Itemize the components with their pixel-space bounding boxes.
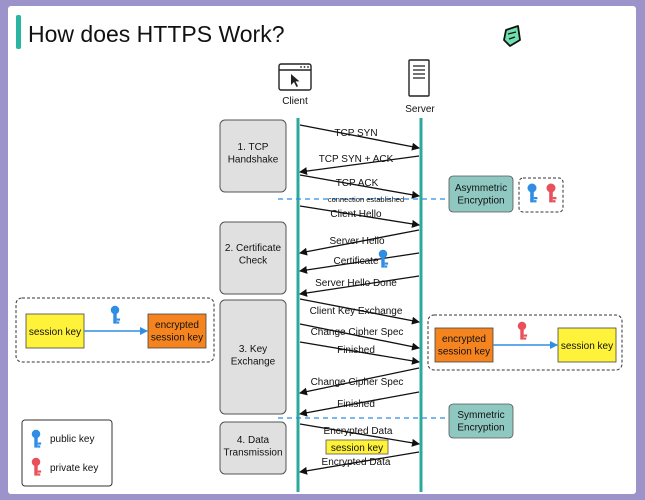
symmetric-encryption-box: [448, 403, 514, 439]
message-label: Encrypted Data: [322, 457, 391, 468]
message-label: Server Hello: [329, 236, 384, 247]
arrow-change-cipher-spec-server: [299, 367, 420, 396]
client-encrypted-session-key-box: [147, 313, 207, 349]
title-accent-bar: [16, 15, 21, 49]
https-diagram: How does HTTPS Work? Client Server 1. TC…: [15, 15, 623, 492]
legend-box: [21, 419, 113, 487]
server-label: Server: [405, 104, 435, 115]
private-key-icon: [546, 183, 557, 203]
arrow-finished-client: [299, 341, 420, 365]
asymmetric-keys-group: [518, 177, 564, 213]
message-label: Certificate: [333, 256, 378, 267]
arrow-server-hello-done: [299, 275, 420, 297]
message-label: Finished: [337, 345, 375, 356]
diagram-frame: How does HTTPS Work? Client Server 1. TC…: [8, 6, 636, 494]
arrow-certificate: [299, 252, 420, 274]
client-session-key-box: [25, 313, 85, 349]
message-label: Change Cipher Spec: [311, 327, 404, 338]
server-encrypted-session-key-box: [434, 327, 494, 363]
server-session-key-box: [557, 327, 617, 363]
arrow-tcp-ack: [299, 174, 420, 199]
message-label: Encrypted Data: [324, 426, 393, 437]
server-key-decryption-group: [427, 314, 623, 371]
session-key-badge-label: session key: [331, 443, 383, 454]
session-key-badge: [325, 439, 389, 455]
arrow-tcp-syn: [299, 124, 420, 151]
client-browser-icon: [278, 63, 312, 91]
server-private-key-icon: [517, 321, 528, 340]
message-label: Client Key Exchange: [310, 306, 403, 317]
message-label: Server Hello Done: [315, 278, 397, 289]
asymmetric-encryption-box: [448, 175, 514, 213]
arrow-encrypted-data-client: [299, 423, 420, 447]
client-public-key-icon: [110, 305, 121, 324]
connection-established-label: connection established: [328, 195, 404, 204]
message-label: Finished: [337, 399, 375, 410]
server-session-key-label: session key: [561, 341, 613, 352]
public-key-icon: [527, 183, 538, 203]
message-label: Client Hello: [330, 209, 382, 220]
client-label: Client: [282, 96, 308, 107]
client-key-encryption-group: [15, 297, 215, 363]
arrow-client-key-exchange: [299, 298, 420, 325]
arrow-server-hello: [299, 229, 420, 256]
message-label: TCP ACK: [336, 178, 379, 189]
arrow-finished-server: [299, 391, 420, 417]
arrow-change-cipher-spec-client: [299, 323, 420, 351]
legend-public-key-label: public key: [50, 434, 94, 445]
message-label: TCP SYN + ACK: [319, 154, 394, 165]
brand-logo-icon: [503, 25, 521, 47]
legend-private-key-label: private key: [50, 463, 98, 474]
server-icon: [408, 59, 430, 97]
arrow-tcp-syn-ack: [299, 155, 420, 176]
message-arrows: TCP SYN TCP SYN + ACK TCP ACK connection…: [299, 124, 420, 475]
message-label: Change Cipher Spec: [311, 377, 404, 388]
page-title: How does HTTPS Work?: [28, 21, 284, 47]
client-session-key-label: session key: [29, 327, 81, 338]
arrow-encrypted-data-server: [299, 451, 420, 475]
message-label: TCP SYN: [334, 128, 377, 139]
arrow-client-hello: [299, 205, 420, 228]
